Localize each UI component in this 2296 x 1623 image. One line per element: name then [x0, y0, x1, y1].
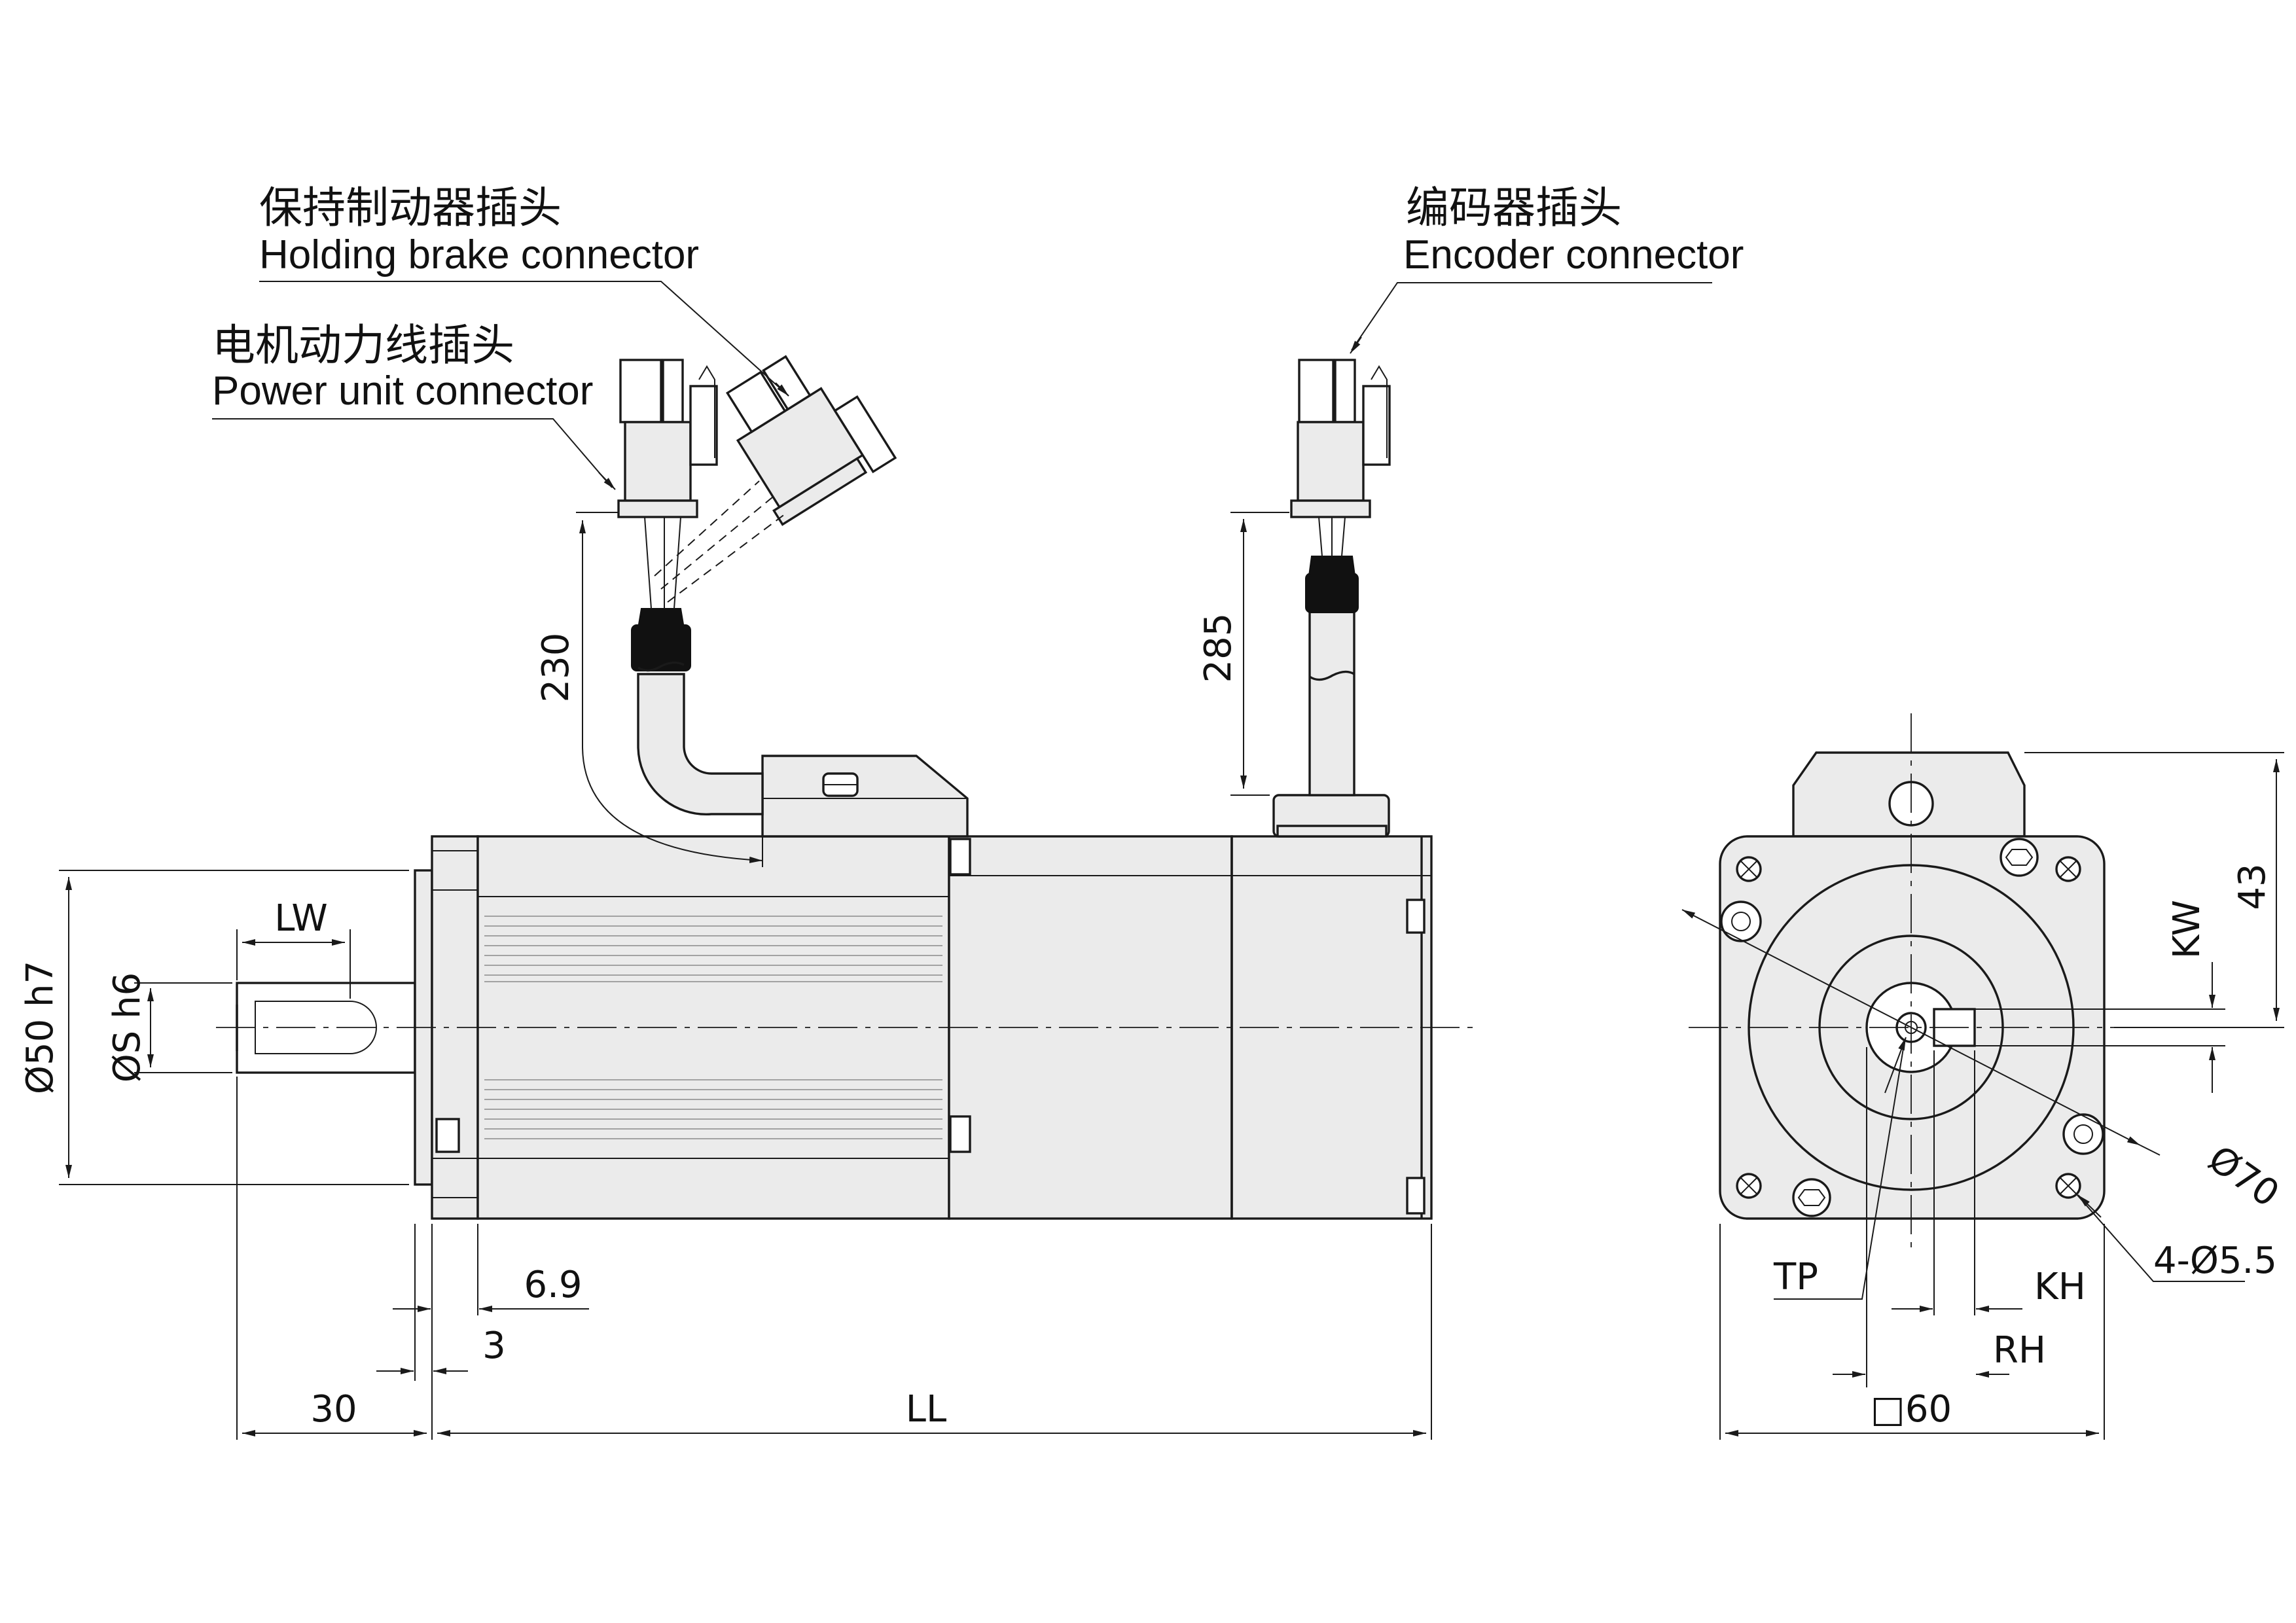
- encoder-cable-length-label: 285: [1197, 613, 1240, 683]
- encoder-cable: [1305, 516, 1359, 796]
- dim-3-label: 3: [482, 1325, 506, 1367]
- encoder-connector-cn: 编码器插头: [1406, 183, 1622, 233]
- side-dimensions: Ø50 h7 ØS h6 LW 6.9 3 30 LL 230 28: [19, 512, 1432, 1440]
- height-43-label: 43: [2231, 863, 2274, 910]
- mounting-holes: [1736, 856, 2081, 1199]
- holes-label: 4-Ø5.5: [2153, 1240, 2277, 1282]
- rh-label: RH: [1993, 1329, 2046, 1372]
- power-cable: [631, 516, 764, 816]
- brake-connector-cn: 保持制动器插头: [259, 183, 562, 233]
- side-view: [216, 355, 1473, 1220]
- encoder-connector-en: Encoder connector: [1403, 232, 1744, 277]
- dim-6-9-label: 6.9: [524, 1264, 582, 1306]
- square-label: □60: [1871, 1388, 1952, 1431]
- encoder-leader: [1351, 282, 1712, 351]
- power-terminal-box: [761, 755, 969, 838]
- brake-leader: [259, 281, 789, 397]
- brake-connector-en: Holding brake connector: [259, 232, 699, 277]
- encoder-cable-gland: [1272, 794, 1390, 838]
- body-length-label: LL: [906, 1388, 946, 1431]
- pcd-label: Ø70: [2200, 1137, 2287, 1215]
- flange-dia-label: Ø50 h7: [19, 961, 62, 1094]
- keyway: [255, 1001, 377, 1054]
- kw-label: KW: [2166, 900, 2208, 959]
- encoder-connector: [1290, 359, 1391, 518]
- power-cable-length-label: 230: [535, 633, 577, 703]
- key-width-label: LW: [274, 897, 327, 940]
- power-leader: [212, 418, 613, 488]
- power-connector-en: Power unit connector: [212, 368, 593, 414]
- kh-label: KH: [2034, 1266, 2086, 1308]
- shaft-dia-label: ØS h6: [106, 972, 149, 1083]
- tp-label: TP: [1773, 1256, 1818, 1298]
- power-connector-cn: 电机动力线插头: [212, 320, 514, 370]
- callouts: 保持制动器插头 Holding brake connector 电机动力线插头 …: [212, 183, 1744, 490]
- power-unit-connector: [617, 359, 718, 518]
- front-view: [1689, 713, 2153, 1250]
- holding-brake-connector: [726, 355, 897, 526]
- shaft-length-label: 30: [310, 1388, 357, 1431]
